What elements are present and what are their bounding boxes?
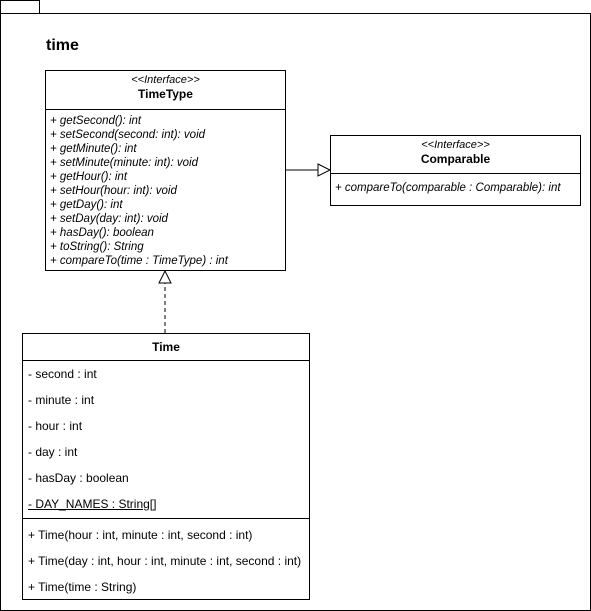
- timetype-operation: + setDay(day: int): void: [50, 213, 168, 225]
- timetype-operation: + setHour(hour: int): void: [50, 185, 177, 197]
- time-class-header: Time: [23, 334, 309, 361]
- comparable-operations: + compareTo(comparable : Comparable): in…: [331, 174, 580, 195]
- time-constructor: + Time(time : String): [28, 580, 137, 594]
- timetype-operation: + setSecond(second: int): void: [50, 129, 206, 141]
- timetype-operation: + setMinute(minute: int): void: [50, 157, 198, 169]
- time-attribute: - second : int: [28, 367, 97, 381]
- timetype-name: TimeType: [138, 87, 193, 101]
- timetype-operation: + toString(): String: [50, 241, 144, 253]
- timetype-header: <<Interface>> TimeType: [46, 71, 285, 110]
- time-attribute-static: - DAY_NAMES : String[]: [28, 497, 157, 511]
- timetype-operation: + getHour(): int: [50, 171, 128, 183]
- realization-arrowhead: [158, 269, 172, 284]
- time-class-constructors: + Time(hour : int, minute : int, second …: [23, 519, 309, 600]
- timetype-operation: + hasDay(): boolean: [50, 227, 154, 239]
- time-attribute: - hasDay : boolean: [28, 471, 129, 485]
- comparable-name: Comparable: [420, 152, 491, 166]
- timetype-operation: + compareTo(time : TimeType) : int: [50, 255, 228, 267]
- time-class-attributes: - second : int - minute : int - hour : i…: [23, 361, 309, 519]
- generalization-arrowhead: [317, 163, 332, 177]
- time-constructor: + Time(day : int, hour : int, minute : i…: [28, 554, 302, 568]
- timetype-stereotype: <<Interface>>: [131, 74, 200, 86]
- comparable-operation: + compareTo(comparable : Comparable): in…: [335, 182, 561, 194]
- timetype-operation: + getSecond(): int: [50, 115, 142, 127]
- timetype-interface-box[interactable]: <<Interface>> TimeType + getSecond(): in…: [45, 70, 286, 271]
- package-tab: [0, 0, 40, 14]
- timetype-operations: + getSecond(): int + setSecond(second: i…: [46, 110, 285, 268]
- timetype-operation: + getMinute(): int: [50, 143, 137, 155]
- time-constructor: + Time(hour : int, minute : int, second …: [28, 528, 253, 542]
- package-name: time: [46, 37, 79, 54]
- comparable-header: <<Interface>> Comparable: [331, 136, 580, 174]
- time-class-name: Time: [152, 340, 180, 354]
- timetype-operation: + getDay(): int: [50, 199, 123, 211]
- time-attribute: - hour : int: [28, 419, 83, 433]
- time-attribute: - day : int: [28, 445, 78, 459]
- time-attribute: - minute : int: [28, 393, 95, 407]
- time-class-box[interactable]: Time - second : int - minute : int - hou…: [22, 333, 310, 600]
- comparable-interface-box[interactable]: <<Interface>> Comparable + compareTo(com…: [330, 135, 581, 206]
- comparable-stereotype: <<Interface>>: [421, 139, 490, 151]
